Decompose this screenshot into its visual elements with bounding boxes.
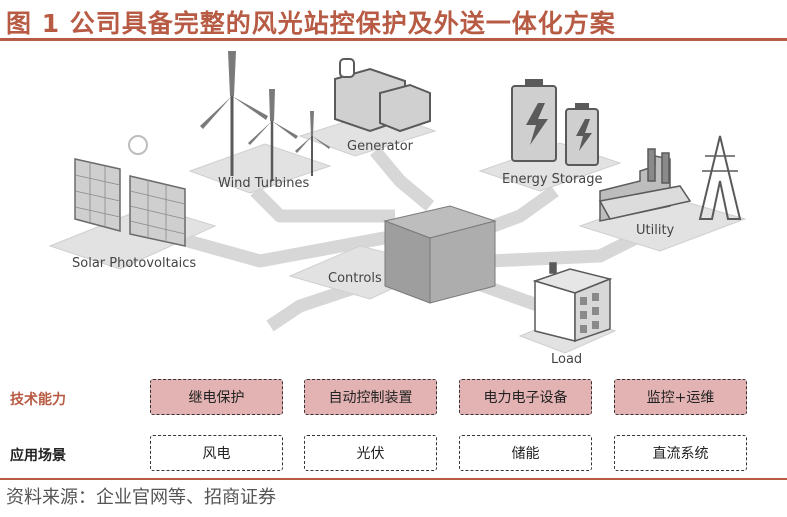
label-generator: Generator bbox=[347, 139, 414, 154]
application-box-solar: 光伏 bbox=[304, 435, 437, 471]
solar-panels-icon bbox=[74, 135, 186, 247]
capability-box-relay-protection: 继电保护 bbox=[150, 379, 283, 415]
application-box-wind: 风电 bbox=[150, 435, 283, 471]
capability-box-monitoring-ops: 监控+运维 bbox=[614, 379, 747, 415]
controls-cube-icon bbox=[383, 205, 497, 304]
path-wind bbox=[250, 186, 395, 223]
figure-title: 图 1 公司具备完整的风光站控保护及外送一体化方案 bbox=[6, 9, 616, 38]
source-note: 资料来源：企业官网等、招商证券 bbox=[6, 487, 276, 508]
generator-icon bbox=[334, 58, 431, 133]
label-storage: Energy Storage bbox=[502, 172, 603, 187]
label-load: Load bbox=[551, 352, 582, 367]
wind-platform bbox=[188, 143, 332, 194]
path-solar bbox=[168, 229, 397, 268]
title-rule bbox=[0, 38, 787, 41]
capability-box-auto-control: 自动控制装置 bbox=[304, 379, 437, 415]
energy-storage-icon bbox=[511, 79, 599, 166]
label-wind: Wind Turbines bbox=[218, 176, 309, 191]
capability-row-label: 技术能力 bbox=[10, 392, 66, 408]
label-solar: Solar Photovoltaics bbox=[72, 256, 196, 271]
application-row-label: 应用场景 bbox=[10, 448, 66, 464]
label-utility: Utility bbox=[636, 223, 675, 238]
capability-box-power-electronics: 电力电子设备 bbox=[459, 379, 592, 415]
application-box-storage: 储能 bbox=[459, 435, 592, 471]
wind-turbines-icon bbox=[200, 51, 330, 181]
utility-icon bbox=[598, 135, 742, 222]
application-box-dc-system: 直流系统 bbox=[614, 435, 747, 471]
label-controls: Controls bbox=[328, 271, 382, 286]
bottom-rule bbox=[0, 478, 787, 480]
path-generator bbox=[370, 146, 435, 211]
load-building-icon bbox=[532, 262, 613, 343]
energy-system-diagram: Solar Photovoltaics Wind Turbines Genera… bbox=[48, 51, 747, 367]
